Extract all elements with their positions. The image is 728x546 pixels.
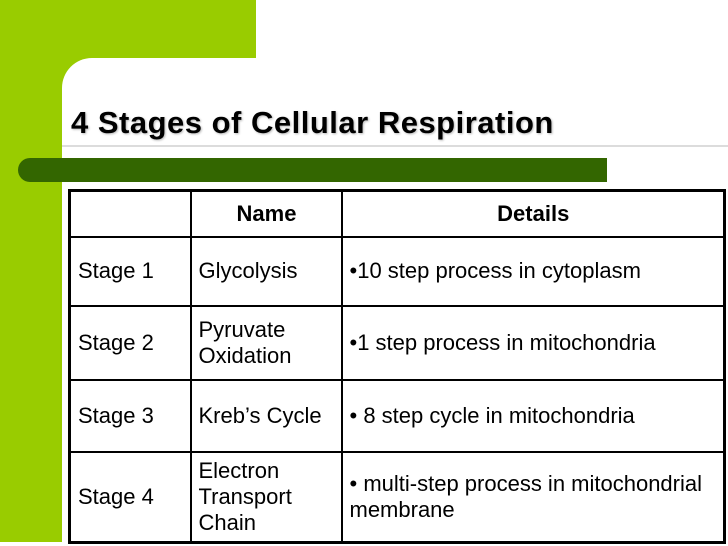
- stage-label: Stage 1: [68, 235, 192, 307]
- header-blank-cell: [68, 189, 192, 238]
- stage-details: •10 step process in cytoplasm: [340, 235, 726, 307]
- accent-bar: [18, 158, 607, 182]
- table-row-stage-3: Stage 3 Kreb’s Cycle • 8 step cycle in m…: [68, 378, 726, 453]
- stage-details: • 8 step cycle in mitochondria: [340, 378, 726, 453]
- divider-line: [62, 145, 728, 147]
- stage-label: Stage 3: [68, 378, 192, 453]
- stage-name: Glycolysis: [189, 235, 343, 307]
- header-name-cell: Name: [189, 189, 343, 238]
- table-header-row: Name Details: [68, 189, 726, 238]
- table-row-stage-1: Stage 1 Glycolysis •10 step process in c…: [68, 235, 726, 307]
- header-details-cell: Details: [340, 189, 726, 238]
- stages-table: Name Details Stage 1 Glycolysis •10 step…: [68, 189, 726, 544]
- stage-details: • multi-step process in mitochondrial me…: [340, 450, 726, 544]
- stage-name: Pyruvate Oxidation: [189, 304, 343, 381]
- stage-details: •1 step process in mitochondria: [340, 304, 726, 381]
- table-row-stage-4: Stage 4 Electron Transport Chain • multi…: [68, 450, 726, 544]
- slide-title: 4 Stages of Cellular Respiration: [71, 105, 554, 140]
- accent-strip-left: [0, 0, 62, 542]
- stage-label: Stage 2: [68, 304, 192, 381]
- stage-name: Kreb’s Cycle: [189, 378, 343, 453]
- stage-name: Electron Transport Chain: [189, 450, 343, 544]
- stage-label: Stage 4: [68, 450, 192, 544]
- table-row-stage-2: Stage 2 Pyruvate Oxidation •1 step proce…: [68, 304, 726, 381]
